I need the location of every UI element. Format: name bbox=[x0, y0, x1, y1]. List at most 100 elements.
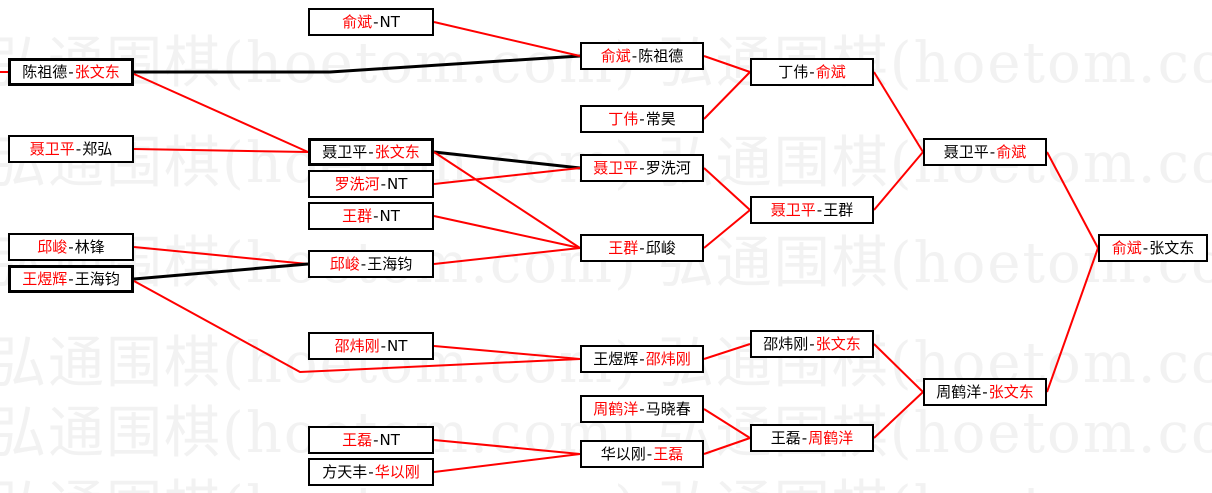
player-left: 丁伟 bbox=[608, 109, 639, 128]
match-box[interactable]: 聂卫平-罗洗河 bbox=[580, 154, 704, 182]
player-left: 聂卫平 bbox=[943, 142, 989, 161]
player-left: 聂卫平 bbox=[770, 200, 816, 219]
player-left: 陈祖德 bbox=[22, 62, 68, 81]
match-box[interactable]: 周鹤洋-马晓春 bbox=[580, 395, 704, 423]
bracket-edge bbox=[703, 71, 751, 120]
bracket-edge bbox=[873, 71, 924, 153]
player-left: 丁伟 bbox=[778, 62, 809, 81]
match-box[interactable]: 邱峻-王海钧 bbox=[308, 250, 434, 278]
match-box[interactable]: 俞斌-张文东 bbox=[1098, 234, 1208, 262]
match-box[interactable]: 邵炜刚-张文东 bbox=[750, 330, 874, 358]
match-box[interactable]: 聂卫平-张文东 bbox=[308, 138, 434, 166]
player-separator: - bbox=[368, 462, 374, 481]
player-right: 陈祖德 bbox=[638, 46, 684, 65]
match-box[interactable]: 王群-邱峻 bbox=[580, 234, 704, 262]
player-right: 张文东 bbox=[988, 382, 1034, 401]
bracket-edge bbox=[433, 21, 581, 57]
player-left: 邱峻 bbox=[329, 254, 360, 273]
player-separator: - bbox=[380, 336, 387, 355]
match-box[interactable]: 俞斌-陈祖德 bbox=[580, 42, 704, 70]
player-right: 周鹤洋 bbox=[808, 428, 854, 447]
bracket-edge bbox=[133, 262, 309, 281]
match-box[interactable]: 邵炜刚-NT bbox=[308, 332, 434, 360]
match-box[interactable]: 方天丰-华以刚 bbox=[308, 458, 434, 486]
bracket-edge bbox=[433, 215, 581, 249]
player-separator: - bbox=[639, 349, 645, 368]
match-box[interactable]: 陈祖德-张文东 bbox=[8, 58, 134, 86]
bracket-edge bbox=[703, 437, 751, 455]
player-left: 周鹤洋 bbox=[936, 382, 982, 401]
player-right: 邱峻 bbox=[645, 238, 676, 257]
player-separator: - bbox=[373, 12, 379, 31]
player-right: 马晓春 bbox=[645, 399, 691, 418]
player-left: 王群 bbox=[608, 238, 639, 257]
bracket-edge bbox=[703, 167, 751, 211]
player-right: NT bbox=[379, 12, 400, 31]
player-separator: - bbox=[1142, 238, 1149, 257]
player-left: 俞斌 bbox=[1111, 238, 1142, 257]
player-left: 俞斌 bbox=[600, 46, 631, 65]
player-separator: - bbox=[68, 237, 74, 256]
bracket-edge bbox=[134, 54, 581, 74]
player-left: 王磊 bbox=[770, 428, 801, 447]
player-right: 王群 bbox=[823, 200, 854, 219]
player-left: 俞斌 bbox=[342, 12, 373, 31]
player-separator: - bbox=[801, 428, 808, 447]
player-left: 王磊 bbox=[342, 430, 373, 449]
match-box[interactable]: 周鹤洋-张文东 bbox=[923, 378, 1047, 406]
bracket-edge bbox=[1046, 247, 1099, 393]
bracket-edge bbox=[433, 345, 581, 360]
player-separator: - bbox=[639, 158, 645, 177]
match-box[interactable]: 丁伟-俞斌 bbox=[750, 58, 874, 86]
bracket-edge bbox=[133, 246, 309, 265]
player-left: 聂卫平 bbox=[29, 139, 75, 158]
bracket-edge bbox=[873, 391, 924, 439]
player-separator: - bbox=[373, 206, 379, 225]
player-right: NT bbox=[379, 430, 400, 449]
player-separator: - bbox=[646, 444, 653, 463]
bracket-edge bbox=[703, 55, 751, 73]
player-separator: - bbox=[639, 238, 645, 257]
player-right: 俞斌 bbox=[815, 62, 846, 81]
bracket-edge bbox=[1046, 151, 1099, 249]
player-separator: - bbox=[360, 254, 367, 273]
player-right: 罗洗河 bbox=[645, 158, 691, 177]
match-box[interactable]: 罗洗河-NT bbox=[308, 170, 434, 198]
player-left: 方天丰 bbox=[322, 462, 368, 481]
match-box[interactable]: 聂卫平-俞斌 bbox=[923, 138, 1047, 166]
match-box[interactable]: 华以刚-王磊 bbox=[580, 440, 704, 468]
player-right: 常昊 bbox=[645, 109, 676, 128]
match-box[interactable]: 王磊-NT bbox=[308, 426, 434, 454]
player-separator: - bbox=[368, 142, 374, 161]
match-box[interactable]: 王群-NT bbox=[308, 202, 434, 230]
player-right: NT bbox=[379, 206, 400, 225]
bracket-edge bbox=[433, 439, 581, 455]
bracket-edge bbox=[133, 148, 309, 153]
player-left: 王煜辉 bbox=[22, 269, 68, 288]
player-right: 邵炜刚 bbox=[645, 349, 691, 368]
player-separator: - bbox=[373, 430, 379, 449]
match-box[interactable]: 邱峻-林锋 bbox=[8, 233, 134, 261]
player-separator: - bbox=[639, 399, 645, 418]
bracket-edge bbox=[433, 151, 581, 249]
match-box[interactable]: 丁伟-常昊 bbox=[580, 105, 704, 133]
player-separator: - bbox=[809, 62, 815, 81]
match-box[interactable]: 聂卫平-郑弘 bbox=[8, 135, 134, 163]
match-box[interactable]: 俞斌-NT bbox=[308, 8, 434, 36]
player-left: 王群 bbox=[342, 206, 373, 225]
player-right: 俞斌 bbox=[996, 142, 1027, 161]
player-right: 王磊 bbox=[653, 444, 684, 463]
match-box[interactable]: 王煜辉-王海钧 bbox=[8, 265, 134, 293]
player-right: NT bbox=[387, 336, 408, 355]
player-separator: - bbox=[816, 200, 823, 219]
player-separator: - bbox=[989, 142, 996, 161]
player-separator: - bbox=[982, 382, 988, 401]
player-right: 林锋 bbox=[74, 237, 105, 256]
player-separator: - bbox=[68, 269, 74, 288]
bracket-edge bbox=[873, 343, 924, 393]
match-box[interactable]: 王磊-周鹤洋 bbox=[750, 424, 874, 452]
player-right: 华以刚 bbox=[374, 462, 420, 481]
match-box[interactable]: 聂卫平-王群 bbox=[750, 196, 874, 224]
match-box[interactable]: 王煜辉-邵炜刚 bbox=[580, 345, 704, 373]
player-separator: - bbox=[75, 139, 82, 158]
